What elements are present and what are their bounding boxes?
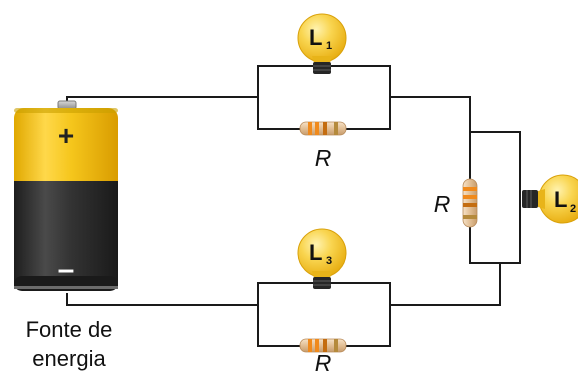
- lamp-l2-letter: L: [554, 187, 567, 212]
- battery-label-line1: Fonte de: [26, 317, 113, 342]
- lamp-l1-socket: [313, 62, 331, 74]
- lamp-l3-index: 3: [326, 255, 332, 267]
- battery-cap: [57, 100, 77, 110]
- lamp-l1-index: 1: [326, 40, 332, 52]
- lamp-l2-index: 2: [570, 203, 576, 215]
- lamp-l3-letter: L: [309, 240, 322, 265]
- battery: + –: [14, 100, 118, 291]
- wire-right-bottom: [389, 262, 501, 306]
- resistor-bottom-label: R: [315, 350, 332, 376]
- lamp-l1-letter: L: [309, 25, 322, 50]
- lamp-l1: L 1: [297, 13, 347, 74]
- resistor-right-label: R: [434, 191, 451, 217]
- wire-bottom-block: [257, 282, 391, 347]
- battery-top-fill: [14, 160, 118, 181]
- wire-bottom-battery: [66, 293, 259, 306]
- lamp-l3-socket: [313, 277, 331, 289]
- wire-battery-top: [66, 96, 259, 106]
- resistor-top: [299, 121, 347, 136]
- battery-base-ring: [14, 286, 118, 289]
- lamp-l2: L 2: [522, 174, 578, 224]
- battery-top-ring: [14, 108, 118, 113]
- lamp-l2-socket: [522, 190, 538, 208]
- battery-plus-sign: +: [58, 120, 74, 151]
- battery-minus-sign: –: [58, 253, 75, 286]
- resistor-right: [462, 178, 478, 228]
- lamp-l3: L 3: [297, 228, 347, 289]
- wire-right-block: [469, 131, 521, 264]
- wire-top-right: [389, 96, 471, 133]
- resistor-top-label: R: [315, 145, 332, 171]
- battery-label-line2: energia: [32, 346, 106, 371]
- resistor-bottom: [299, 338, 347, 353]
- battery-bottom-half: [14, 181, 118, 287]
- wire-top-block: [257, 65, 391, 130]
- wires: [66, 65, 521, 347]
